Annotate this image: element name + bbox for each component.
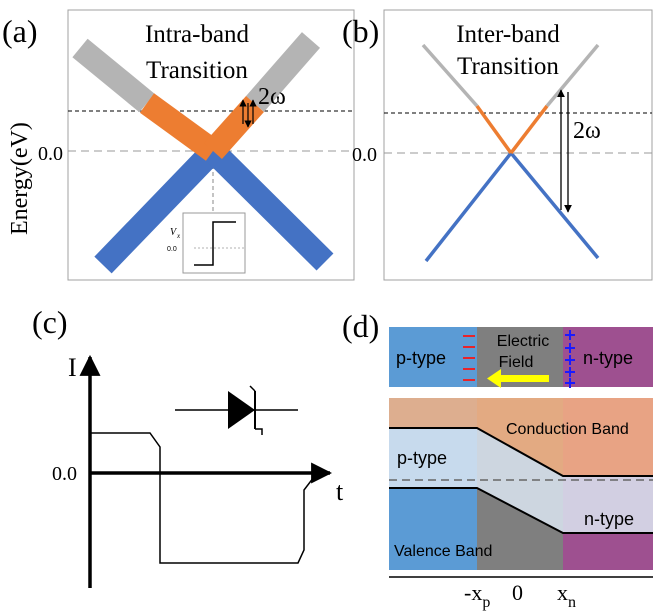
inset-ylabel-sub: x [176, 232, 181, 240]
panel-d: p-type Electric Field n-type Conduction … [342, 308, 653, 611]
n-type-band-label: n-type [584, 509, 634, 529]
panel-a-title-line1: Intra-band [145, 21, 250, 48]
panel-a-valence-right [204, 142, 334, 271]
panel-b-upper-right-orange [509, 104, 549, 155]
panel-c-ylabel: I [68, 353, 77, 382]
panel-a-title-line2: Transition [146, 57, 248, 84]
electric-field-arrow [487, 369, 549, 388]
panel-a-valence-left [94, 142, 222, 274]
panel-b-title-line1: Inter-band [456, 21, 560, 48]
panel-b-valence-left [424, 151, 513, 263]
negative-charges [463, 335, 475, 381]
panel-c: (c) I t 0.0 [32, 304, 344, 588]
n-type-top-label: n-type [583, 348, 633, 368]
conduction-band-edge [389, 427, 653, 477]
conduction-band-fill [389, 398, 653, 476]
valence-band-label: Valence Band [394, 543, 492, 560]
panel-a-upper-right-gray [245, 32, 321, 112]
panel-c-xlabel: t [336, 477, 344, 506]
panel-a-zero-tick: 0.0 [38, 143, 63, 165]
conduction-band-label: Conduction Band [506, 421, 629, 438]
tick-neg-xp: -xp [464, 580, 490, 611]
panel-a-upper-left-orange [139, 93, 221, 161]
panel-d-label: (d) [342, 308, 379, 344]
positive-charges [565, 330, 575, 388]
p-type-band-label: p-type [397, 448, 447, 468]
panel-b-valence-right [509, 151, 600, 260]
panel-c-zero-tick: 0.0 [52, 463, 77, 485]
panel-b-label: (b) [342, 13, 379, 49]
tick-zero: 0 [512, 580, 523, 605]
panel-b-upper-right-gray [545, 43, 600, 108]
electric-field-label-2: Field [499, 354, 534, 371]
panel-b-upper-left-orange [475, 104, 513, 155]
tick-xn: xn [557, 580, 576, 611]
inset-ylabel: V [170, 227, 178, 238]
panel-a-upper-left-gray [72, 38, 155, 113]
panel-a-label: (a) [2, 13, 38, 49]
panel-b-zero-tick: 0.0 [352, 144, 377, 166]
p-type-top-label: p-type [396, 348, 446, 368]
panel-b: (b) Inter-band Transition 2ω 0.0 [342, 9, 653, 281]
inset-zero-tick: 0.0 [167, 246, 177, 253]
panel-a-upper-right-orange [204, 96, 264, 159]
valence-band-edge [389, 487, 653, 534]
p-region-top [389, 327, 477, 387]
panel-c-label: (c) [32, 304, 68, 340]
panel-b-title-line2: Transition [457, 53, 559, 80]
panel-a-photon-label: 2ω [258, 84, 286, 110]
electric-field-label-1: Electric [497, 333, 549, 350]
panel-a-ylabel: Energy(eV) [7, 122, 33, 235]
panel-b-frame [383, 9, 653, 281]
panel-b-photon-label: 2ω [573, 118, 601, 144]
n-region-top [563, 327, 653, 387]
diode-icon [175, 385, 298, 435]
panel-c-current-trace [90, 432, 318, 564]
panel-a-inset: V x 0.0 [167, 212, 246, 274]
panel-a-frame [67, 9, 355, 281]
panel-a: V x 0.0 (a) Intra-band Transition 2ω 0.0… [2, 9, 355, 281]
panel-b-upper-left-gray [421, 43, 479, 108]
